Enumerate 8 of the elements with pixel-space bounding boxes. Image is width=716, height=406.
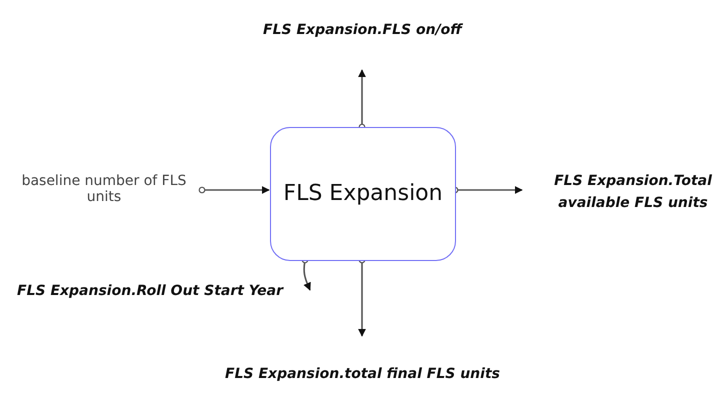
process-box xyxy=(270,127,456,261)
output-label: FLS Expansion.Roll Out Start Year xyxy=(17,282,283,302)
input-label: baseline number of FLS units xyxy=(20,173,188,205)
output-label: FLS Expansion.FLS on/off xyxy=(263,21,462,40)
output-label: FLS Expansion.Total available FLS units xyxy=(553,172,713,213)
arrow xyxy=(198,186,270,194)
output-label: FLS Expansion.total final FLS units xyxy=(225,365,500,384)
box-title: FLS Expansion xyxy=(283,180,443,208)
